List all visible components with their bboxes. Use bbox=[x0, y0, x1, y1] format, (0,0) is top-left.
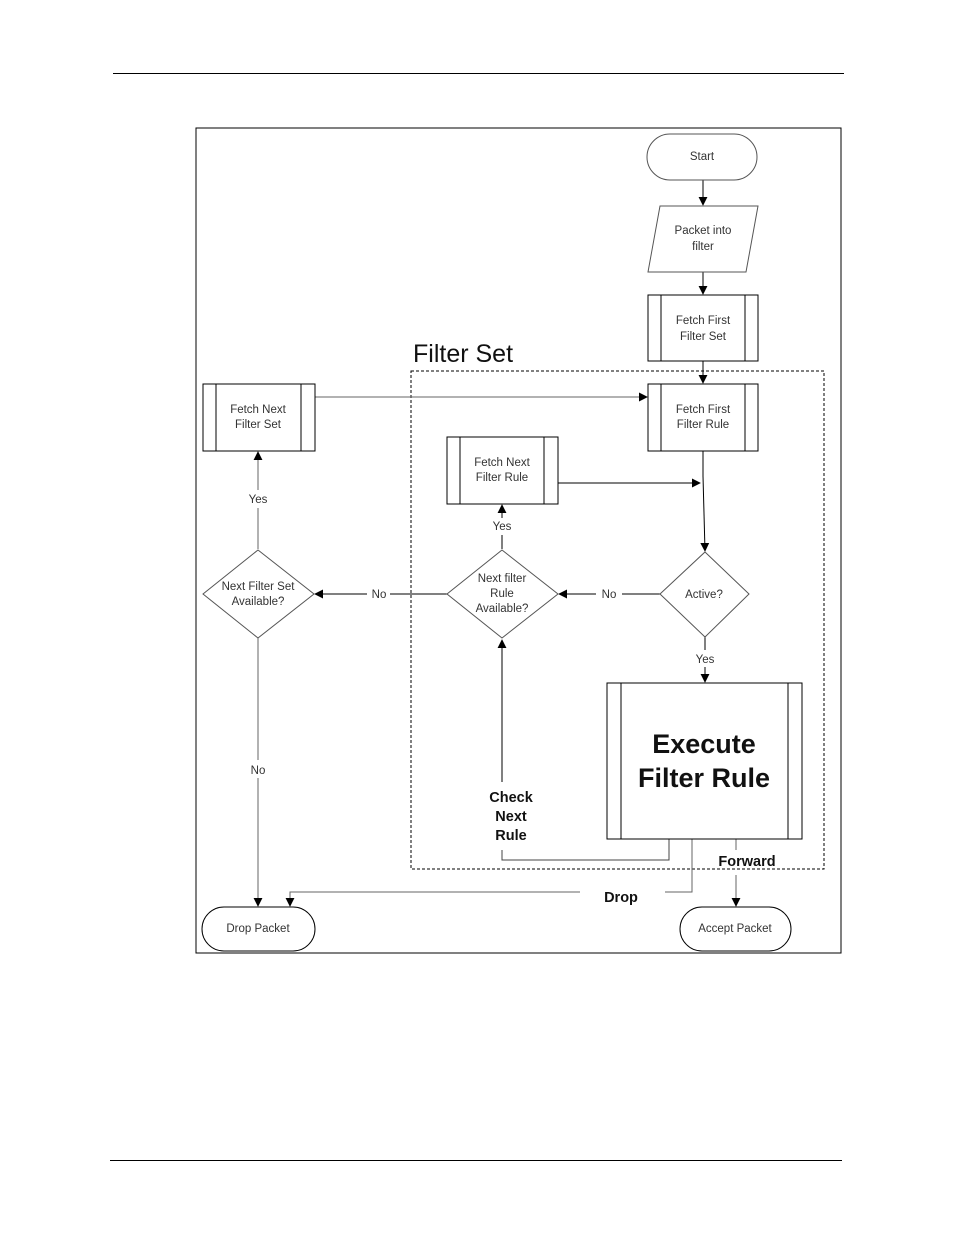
edge-to-active bbox=[700, 475, 710, 552]
node-fetch-next-filter-set-line1: Fetch Next bbox=[230, 404, 286, 416]
node-fetch-first-filter-rule-line1: Fetch First bbox=[676, 404, 731, 416]
node-next-filter-set-available-decision: Next Filter Set Available? bbox=[202, 549, 315, 639]
node-fetch-first-filter-rule: Fetch First Filter Rule bbox=[647, 383, 759, 452]
node-next-filter-rule-available-line2: Rule bbox=[490, 588, 514, 600]
label-active-no: No bbox=[602, 589, 617, 601]
node-start-label: Start bbox=[690, 151, 715, 163]
edge-check-next-rule-a bbox=[501, 839, 670, 861]
node-next-filter-set-available-line1: Next Filter Set bbox=[222, 581, 296, 593]
label-set-available-yes: Yes bbox=[249, 494, 268, 506]
filter-set-group-title: Filter Set bbox=[413, 340, 513, 368]
node-fetch-first-filter-set: Fetch First Filter Set bbox=[647, 294, 759, 362]
node-next-filter-rule-available-decision: Next filter Rule Available? bbox=[446, 549, 559, 639]
label-check-next-rule-line2: Next bbox=[495, 809, 527, 825]
edge-drop-b bbox=[285, 891, 580, 907]
label-check-next-rule-line3: Rule bbox=[495, 828, 526, 844]
node-next-filter-set-available-line2: Available? bbox=[232, 596, 285, 608]
footer-rule bbox=[110, 1160, 842, 1161]
node-next-filter-rule-available-line3: Available? bbox=[476, 603, 529, 615]
node-drop-packet: Drop Packet bbox=[201, 906, 316, 952]
node-packet-into-filter-line2: filter bbox=[692, 241, 714, 253]
node-fetch-first-filter-rule-line2: Filter Rule bbox=[677, 419, 729, 431]
node-fetch-first-filter-set-line2: Filter Set bbox=[680, 331, 727, 343]
node-accept-packet: Accept Packet bbox=[679, 906, 792, 952]
node-active-label: Active? bbox=[685, 589, 723, 601]
node-execute-filter-rule-line1: Execute bbox=[652, 729, 756, 759]
node-active-decision: Active? bbox=[659, 551, 750, 638]
node-accept-packet-label: Accept Packet bbox=[698, 923, 772, 935]
node-fetch-first-filter-set-line1: Fetch First bbox=[676, 315, 731, 327]
label-forward: Forward bbox=[718, 854, 775, 870]
diagram-frame bbox=[195, 127, 842, 954]
node-drop-packet-label: Drop Packet bbox=[226, 923, 290, 935]
node-next-filter-rule-available-line1: Next filter bbox=[478, 573, 527, 585]
node-packet-into-filter-line1: Packet into bbox=[675, 225, 732, 237]
label-check-next-rule-line1: Check bbox=[489, 790, 533, 806]
node-fetch-next-filter-rule-line2: Filter Rule bbox=[476, 472, 528, 484]
label-rule-available-yes: Yes bbox=[493, 521, 512, 533]
node-fetch-next-filter-set-line2: Filter Set bbox=[235, 419, 282, 431]
label-set-available-no: No bbox=[251, 765, 266, 777]
label-rule-available-no: No bbox=[372, 589, 387, 601]
header-rule bbox=[113, 73, 844, 74]
label-active-yes: Yes bbox=[696, 654, 715, 666]
node-start: Start bbox=[646, 133, 758, 181]
node-execute-filter-rule: Execute Filter Rule bbox=[606, 682, 803, 840]
edge-drop-a bbox=[665, 839, 693, 893]
node-execute-filter-rule-line2: Filter Rule bbox=[638, 763, 770, 793]
node-fetch-next-filter-rule-line1: Fetch Next bbox=[474, 457, 530, 469]
filter-set-group bbox=[410, 370, 825, 870]
label-drop: Drop bbox=[604, 890, 638, 906]
node-fetch-next-filter-set: Fetch Next Filter Set bbox=[202, 383, 316, 452]
node-fetch-next-filter-rule: Fetch Next Filter Rule bbox=[446, 436, 559, 505]
node-packet-into-filter: Packet into filter bbox=[647, 205, 759, 273]
edges bbox=[253, 180, 741, 907]
